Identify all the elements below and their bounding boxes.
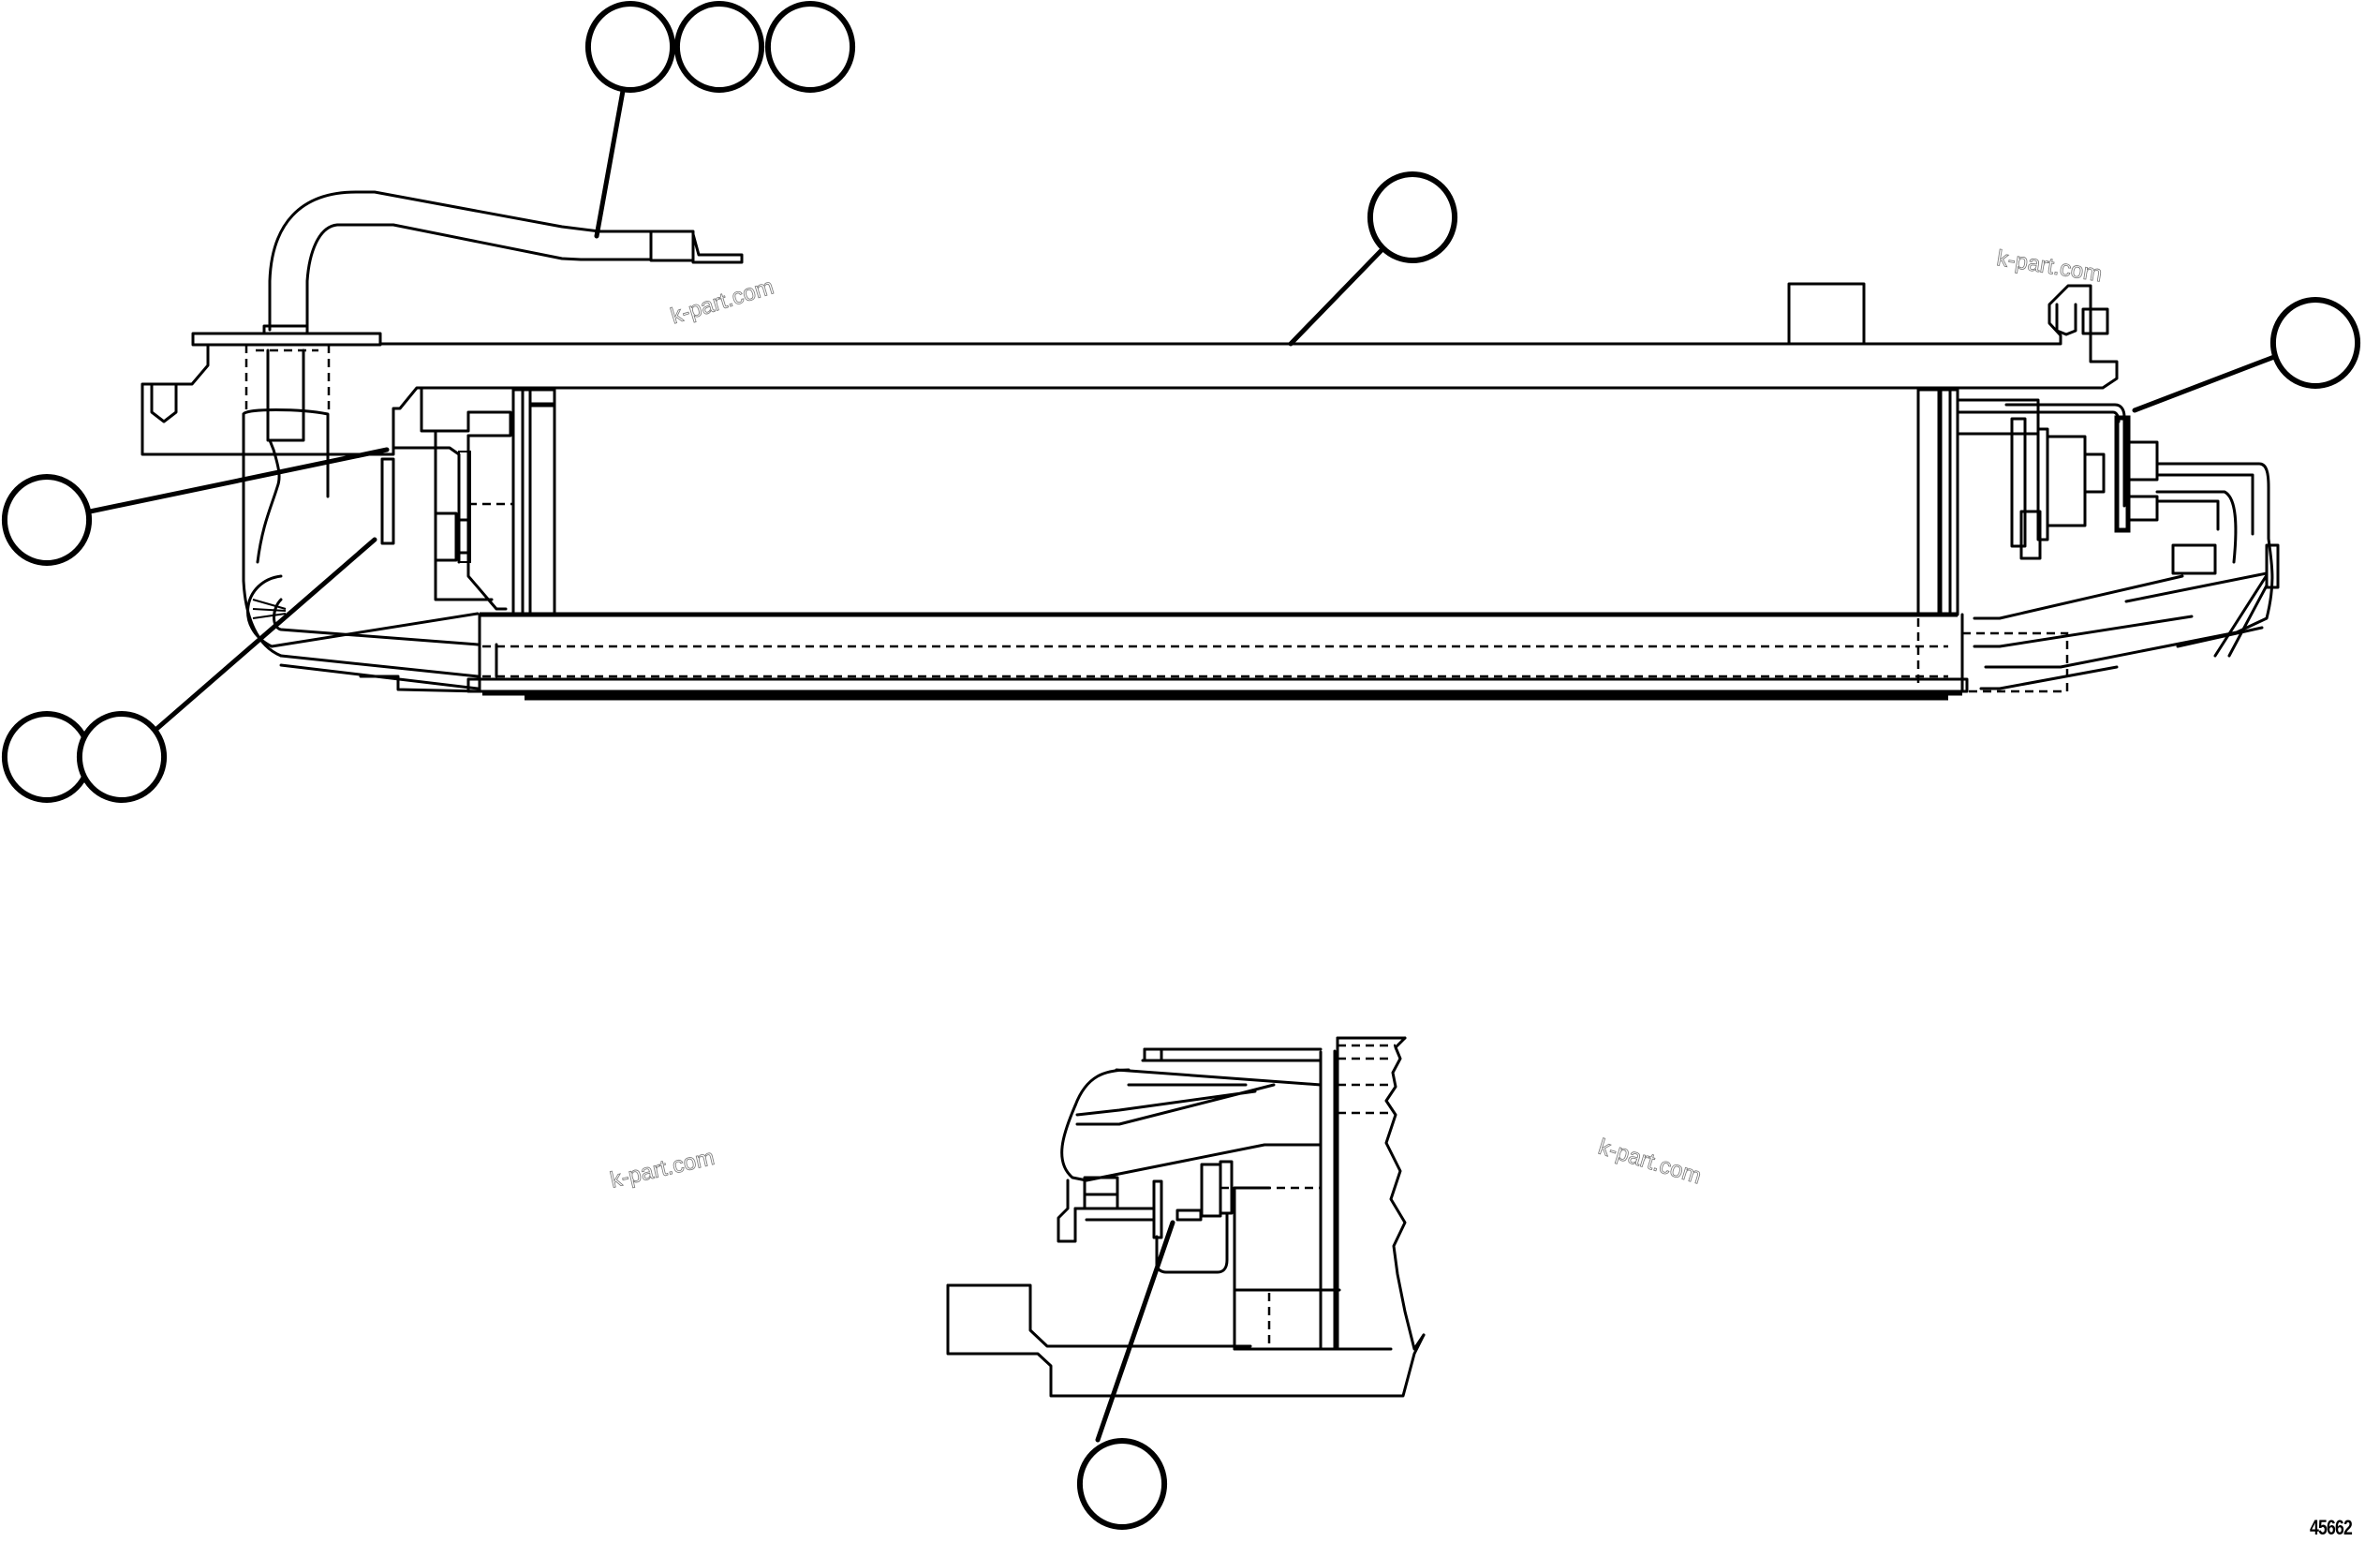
left-hose-loop: [246, 574, 480, 690]
callout-1c: [764, 1, 856, 93]
callout-circle: [1076, 1438, 1168, 1530]
callout-circle: [584, 1, 676, 93]
callout-6: [1076, 1438, 1168, 1530]
leader-line: [152, 537, 377, 734]
leader-line: [1288, 245, 1386, 347]
hose-assembly: [268, 190, 744, 332]
callout-circle: [1367, 171, 1458, 263]
callout-2: [1367, 171, 1458, 263]
leader-line: [594, 88, 626, 239]
top-mounting-plate: [140, 282, 2119, 456]
figure-number: 45662: [2310, 1516, 2353, 1539]
callout-circle: [673, 1, 765, 93]
callout-circle: [764, 1, 856, 93]
cooler-body: [359, 386, 2069, 701]
callout-5a: [1, 711, 93, 803]
leader-line: [1095, 1220, 1175, 1443]
callout-circle: [1, 711, 93, 803]
leader-line: [87, 447, 390, 514]
right-fitting-assembly: [1956, 398, 2280, 690]
callout-4: [1, 474, 93, 566]
leader-lines: [87, 88, 2277, 1443]
callout-circle: [76, 711, 168, 803]
callout-circle: [2269, 297, 2361, 389]
callout-circle: [1, 474, 93, 566]
callout-1b: [673, 1, 765, 93]
callout-3: [2269, 297, 2361, 389]
detail-inset: [946, 1036, 1426, 1398]
callout-5b: [76, 711, 168, 803]
leader-line: [2132, 354, 2277, 413]
callout-1a: [584, 1, 676, 93]
left-bracket: [242, 408, 471, 658]
